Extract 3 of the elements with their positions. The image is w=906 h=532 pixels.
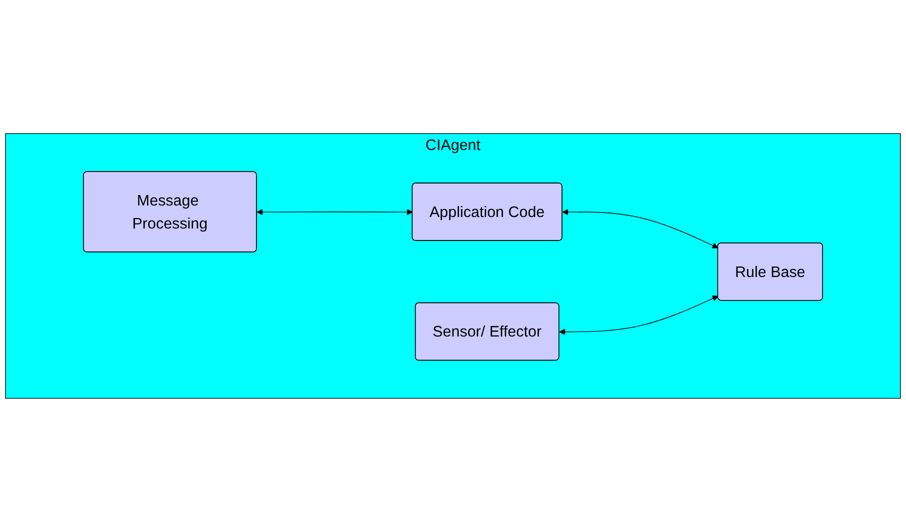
- arrow: [559, 296, 718, 335]
- arrow: [256, 209, 413, 216]
- arrow: [562, 209, 718, 248]
